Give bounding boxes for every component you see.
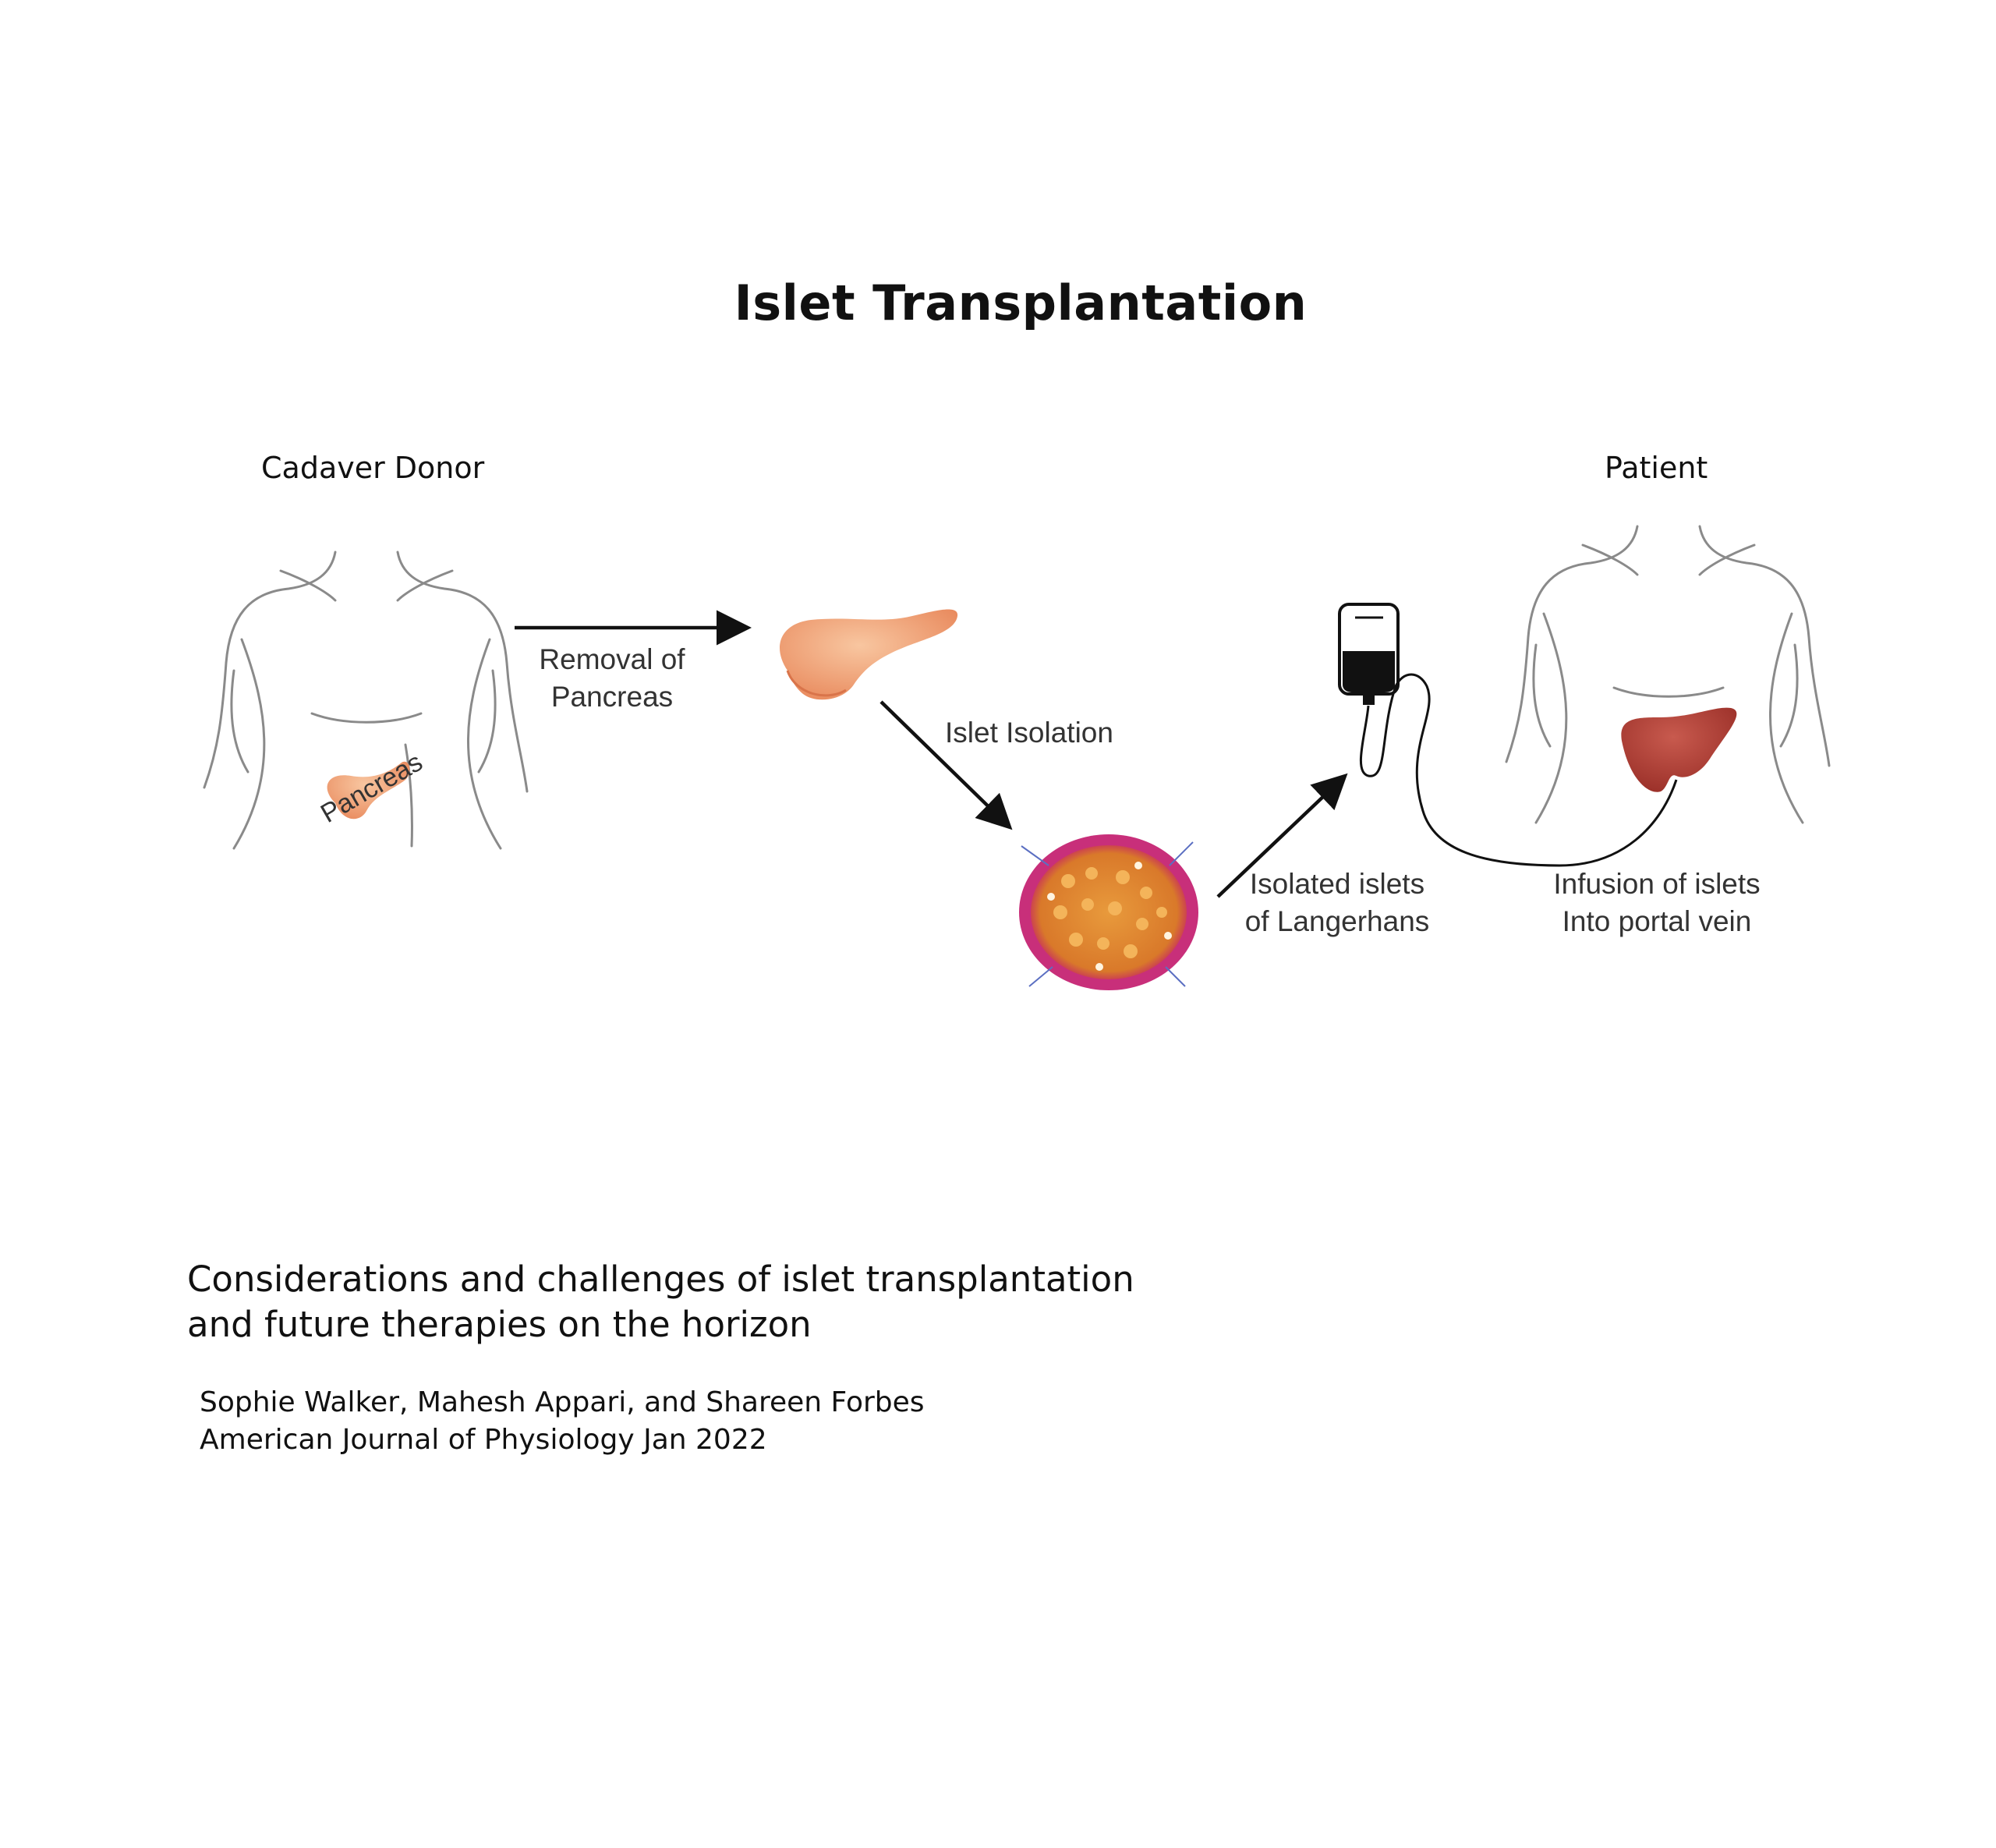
paper-title: Considerations and challenges of islet t… (187, 1257, 1134, 1347)
pancreas-icon (780, 609, 958, 700)
step-isolated-label: Isolated islets of Langerhans (1216, 866, 1458, 940)
patient-torso-icon (1505, 525, 1831, 824)
infusion-arrow (1216, 773, 1348, 898)
step-isolated-line-1: Isolated islets (1249, 868, 1425, 900)
paper-authors: Sophie Walker, Mahesh Appari, and Sharee… (200, 1386, 925, 1418)
step-isolated-line-2: of Langerhans (1244, 905, 1430, 937)
paper-title-line-2: and future therapies on the horizon (187, 1304, 812, 1345)
step-removal-label: Removal of Pancreas (499, 641, 725, 716)
paper-journal: American Journal of Physiology Jan 2022 (200, 1424, 767, 1456)
liver-icon (1621, 707, 1737, 792)
paper-title-line-1: Considerations and challenges of islet t… (187, 1259, 1134, 1300)
iv-bag-icon (1338, 603, 1678, 867)
donor-heading: Cadaver Donor (261, 451, 485, 485)
patient-heading: Patient (1605, 451, 1708, 485)
donor-torso-icon (203, 551, 529, 850)
step-infusion-line-2: Into portal vein (1562, 905, 1752, 937)
step-infusion-label: Infusion of islets Into portal vein (1528, 866, 1785, 940)
donor-pancreas-icon (327, 761, 410, 820)
page-title: Islet Transplantation (734, 274, 1308, 331)
step-infusion-line-1: Infusion of islets (1553, 868, 1761, 900)
step-removal-line-1: Removal of (539, 643, 685, 675)
isolation-arrow (879, 700, 1013, 830)
step-removal-line-2: Pancreas (550, 681, 674, 713)
islet-icon (1019, 834, 1198, 990)
step-isolation-label: Islet Isolation (945, 717, 1113, 749)
